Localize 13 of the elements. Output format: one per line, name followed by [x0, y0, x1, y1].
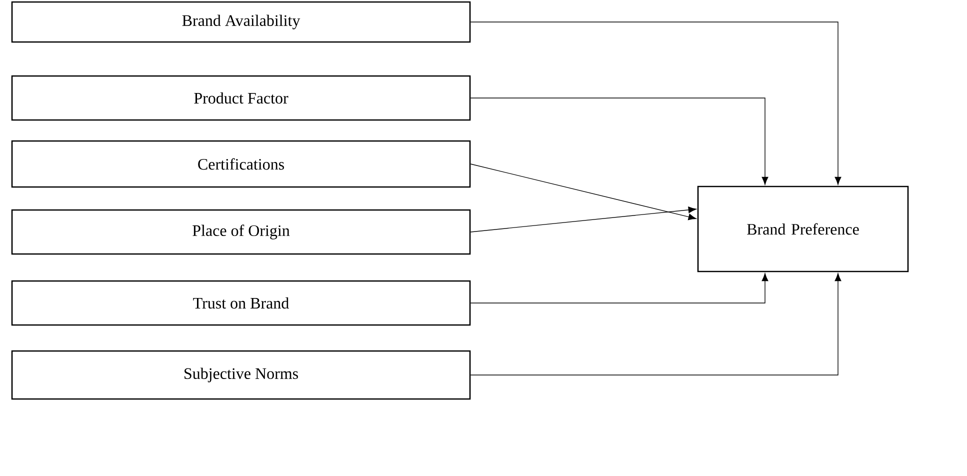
factor-box: Brand Preference — [697, 186, 909, 272]
factor-box: Place of Origin — [11, 209, 471, 255]
arrow — [470, 98, 768, 185]
factor-box: Brand Availability — [11, 1, 471, 43]
arrow — [470, 164, 696, 220]
factor-box: Subjective Norms — [11, 350, 471, 400]
arrow — [470, 206, 696, 232]
arrow — [470, 273, 842, 376]
factor-box: Certifications — [11, 140, 471, 188]
arrow — [470, 22, 842, 185]
arrow — [470, 273, 768, 304]
factor-box: Product Factor — [11, 75, 471, 121]
factor-box: Trust on Brand — [11, 280, 471, 326]
